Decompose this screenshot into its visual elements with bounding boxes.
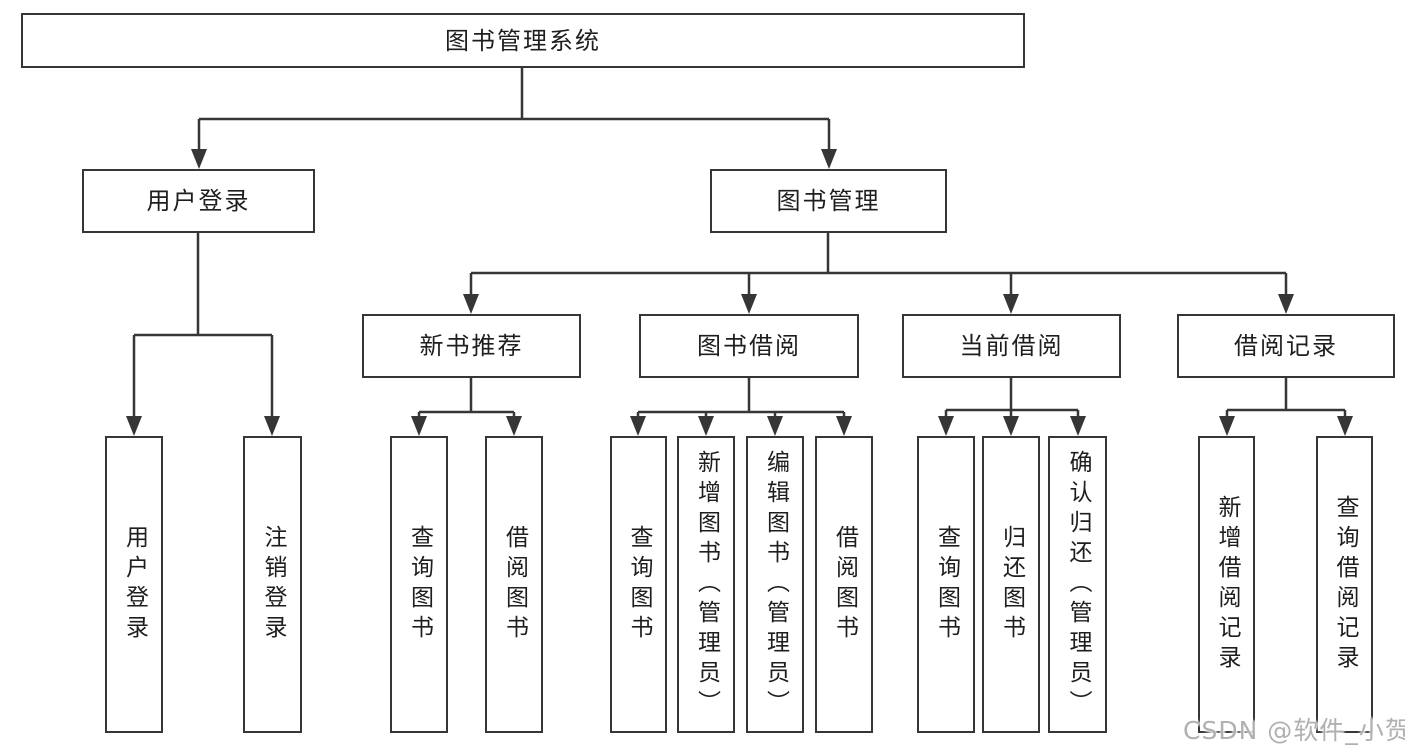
leaf-return-book-label: 归还图书 [998,524,1025,645]
leaf-return-book: 归还图书 [982,436,1040,733]
leaf-borrow-books-label: 借阅图书 [831,524,858,645]
leaf-borrow-books-recommend: 借阅图书 [485,436,543,733]
leaf-query-borrow-record: 查询借阅记录 [1316,436,1373,733]
node-new-book-recommend-label: 新书推荐 [419,332,524,360]
connector-book-management-to-level2 [469,233,1288,297]
connector-root-to-level1 [197,67,831,152]
node-current-borrow-label: 当前借阅 [959,332,1064,360]
connector-borrow-records-to-leaves [1225,378,1347,419]
connector-book-borrow-to-leaves [636,378,846,419]
leaf-add-borrow-record-label: 新增借阅记录 [1214,494,1240,675]
node-root-label: 图书管理系统 [445,26,601,55]
csdn-watermark: CSDN @软件_小贺同学 [1183,716,1405,745]
connector-current-borrow-to-leaves [944,378,1080,419]
connector-user-login-to-leaves [132,233,274,419]
connector-new-book-to-leaves [417,378,516,419]
node-borrow-records: 借阅记录 [1177,314,1395,378]
node-borrow-records-label: 借阅记录 [1234,332,1338,360]
leaf-user-login: 用户登录 [105,436,163,733]
node-user-login: 用户登录 [82,169,315,233]
leaf-edit-book-admin: 编辑图书（管理员） [746,436,804,733]
node-book-borrow-label: 图书借阅 [697,332,801,360]
leaf-confirm-return-admin-label: 确认归还（管理员） [1065,449,1091,720]
node-new-book-recommend: 新书推荐 [362,314,581,378]
leaf-add-borrow-record: 新增借阅记录 [1198,436,1255,733]
leaf-borrow-books-recommend-label: 借阅图书 [501,524,528,645]
node-book-management-label: 图书管理 [776,187,881,215]
leaf-edit-book-admin-label: 编辑图书（管理员） [762,449,789,720]
node-user-login-label: 用户登录 [146,187,251,215]
leaf-query-borrow-record-label: 查询借阅记录 [1332,494,1358,675]
node-current-borrow: 当前借阅 [902,314,1121,378]
leaf-query-books-recommend-label: 查询图书 [406,524,433,645]
leaf-query-books-current-label: 查询图书 [933,524,960,645]
leaf-query-books-borrow: 查询图书 [610,436,667,733]
leaf-query-books-current: 查询图书 [917,436,975,733]
leaf-confirm-return-admin: 确认归还（管理员） [1048,436,1107,733]
leaf-logout-label: 注销登录 [260,524,286,645]
leaf-query-books-recommend: 查询图书 [390,436,448,733]
leaf-add-book-admin-label: 新增图书（管理员） [693,449,720,720]
leaf-borrow-books: 借阅图书 [815,436,873,733]
leaf-query-books-borrow-label: 查询图书 [626,524,652,645]
leaf-add-book-admin: 新增图书（管理员） [677,436,735,733]
node-book-borrow: 图书借阅 [639,314,859,378]
leaf-user-login-label: 用户登录 [121,524,148,645]
node-root: 图书管理系统 [21,13,1025,68]
leaf-logout: 注销登录 [243,436,302,733]
node-book-management: 图书管理 [710,169,947,233]
